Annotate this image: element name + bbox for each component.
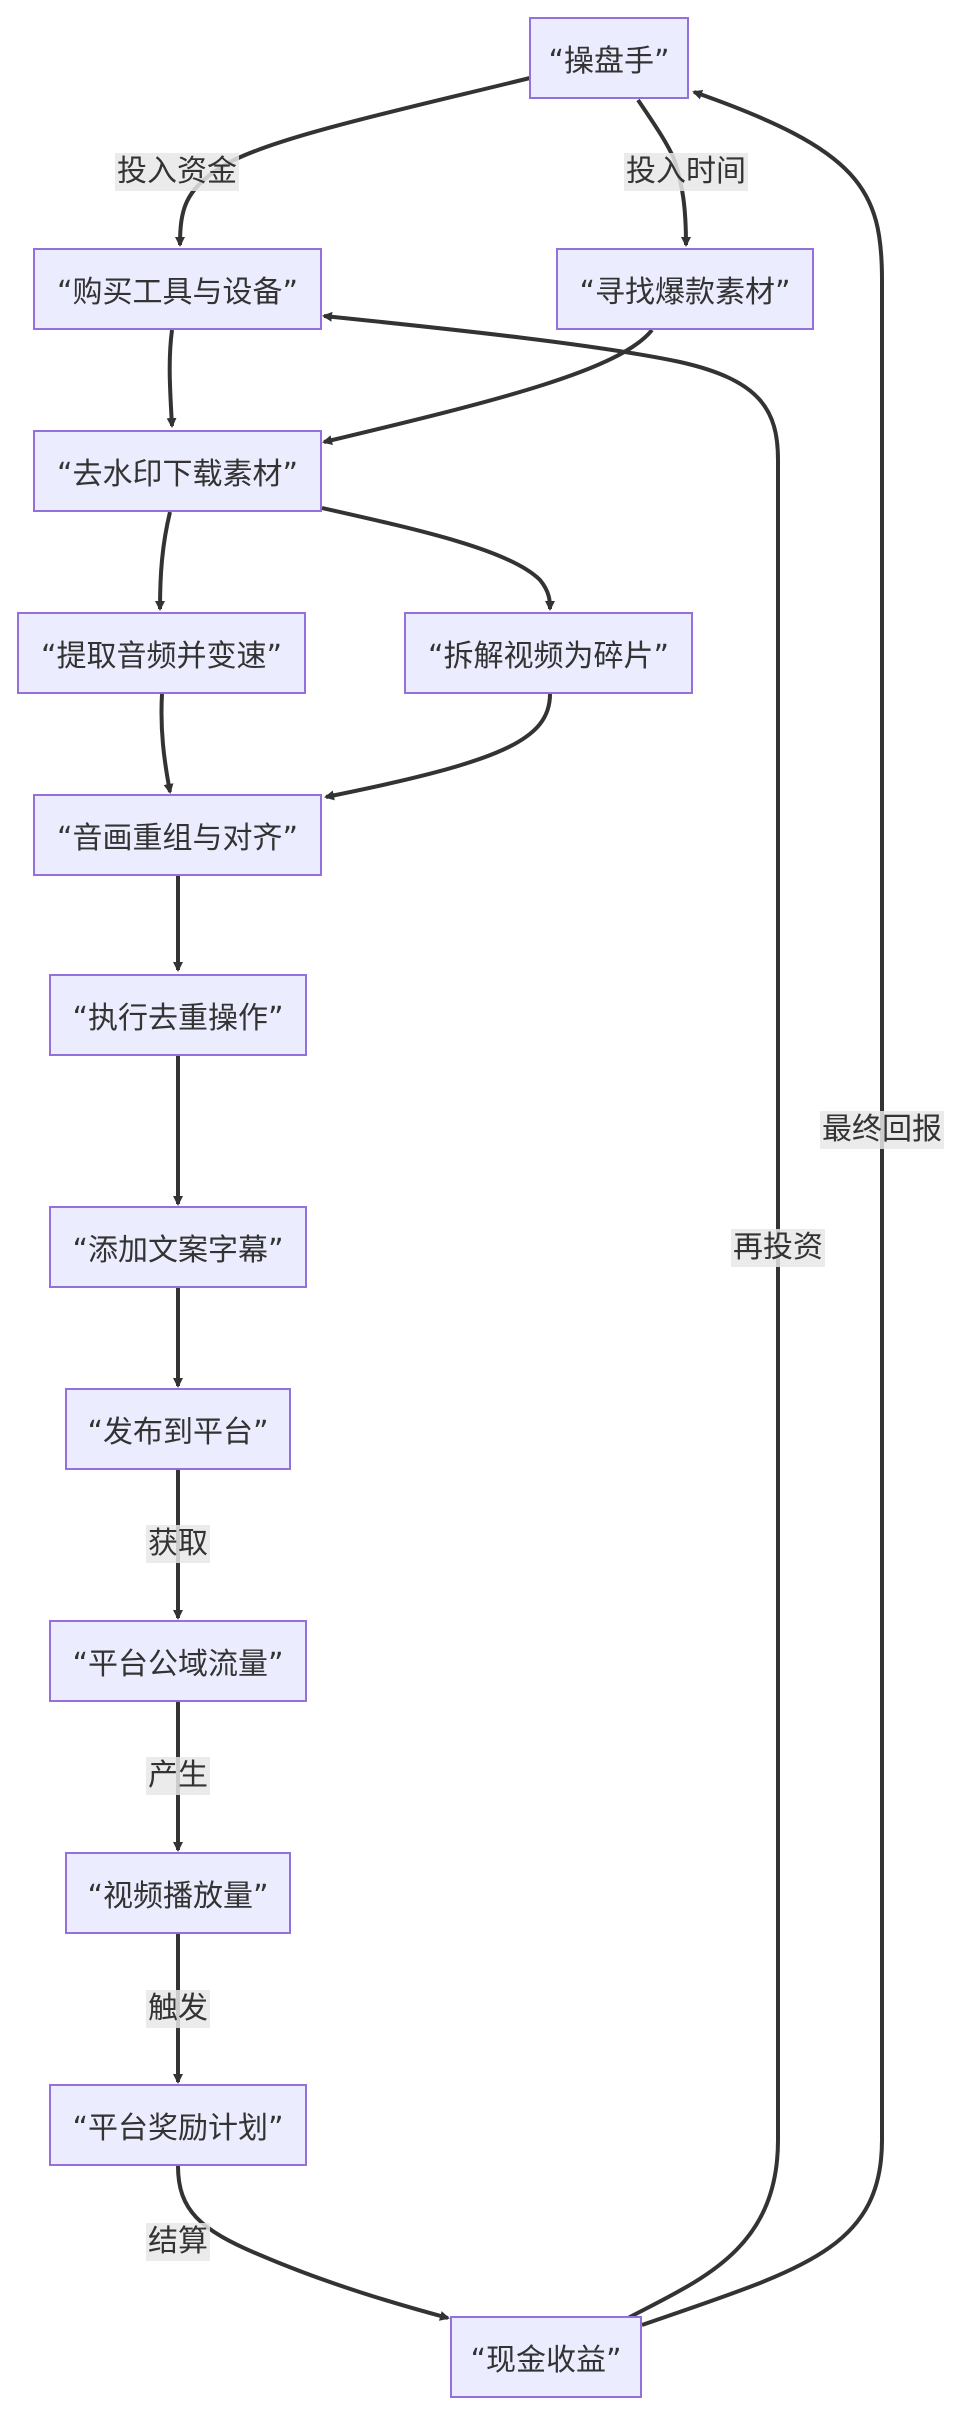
node-remove-watermark: “去水印下载素材” bbox=[33, 430, 322, 512]
node-publish-label: “发布到平台” bbox=[87, 1415, 269, 1450]
node-play-count-label: “视频播放量” bbox=[87, 1879, 269, 1914]
node-reward-plan-label: “平台奖励计划” bbox=[72, 2111, 284, 2146]
node-add-captions-label: “添加文案字幕” bbox=[72, 1233, 284, 1268]
node-cash-income-label: “现金收益” bbox=[470, 2343, 622, 2378]
node-public-traffic-label: “平台公域流量” bbox=[72, 1647, 284, 1682]
node-extract-audio-label: “提取音频并变速” bbox=[40, 639, 283, 674]
edge-cash-income-to-trader bbox=[641, 89, 884, 2327]
node-split-video: “拆解视频为碎片” bbox=[404, 612, 693, 694]
edge-remove-watermark-to-split-video bbox=[321, 506, 555, 611]
edge-split-video-to-recombine bbox=[324, 693, 552, 801]
edge-label-produce: 产生 bbox=[146, 1757, 210, 1795]
node-find-material: “寻找爆款素材” bbox=[556, 248, 814, 330]
edge-label-settle: 结算 bbox=[146, 2223, 210, 2261]
edge-extract-audio-to-recombine bbox=[159, 693, 174, 794]
node-find-material-label: “寻找爆款素材” bbox=[579, 275, 791, 310]
edge-buy-tools-to-remove-watermark bbox=[166, 329, 177, 428]
node-recombine: “音画重组与对齐” bbox=[33, 794, 322, 876]
node-cash-income: “现金收益” bbox=[450, 2316, 642, 2398]
node-reward-plan: “平台奖励计划” bbox=[49, 2084, 307, 2166]
node-dedup-label: “执行去重操作” bbox=[72, 1001, 284, 1036]
node-dedup: “执行去重操作” bbox=[49, 974, 307, 1056]
node-recombine-label: “音画重组与对齐” bbox=[56, 821, 299, 856]
edge-label-invest-time: 投入时间 bbox=[624, 153, 748, 191]
edge-label-trigger: 触发 bbox=[146, 1990, 210, 2028]
edge-remove-watermark-to-extract-audio bbox=[155, 511, 172, 611]
edge-label-final-return: 最终回报 bbox=[820, 1111, 944, 1149]
node-publish: “发布到平台” bbox=[65, 1388, 291, 1470]
edge-reward-plan-to-cash-income bbox=[176, 2165, 450, 2321]
node-trader-label: “操盘手” bbox=[548, 44, 670, 79]
node-extract-audio: “提取音频并变速” bbox=[17, 612, 306, 694]
node-play-count: “视频播放量” bbox=[65, 1852, 291, 1934]
edge-label-obtain: 获取 bbox=[146, 1525, 210, 1563]
node-split-video-label: “拆解视频为碎片” bbox=[427, 639, 670, 674]
edge-trader-to-buy-tools bbox=[175, 76, 531, 247]
node-remove-watermark-label: “去水印下载素材” bbox=[56, 457, 299, 492]
node-trader: “操盘手” bbox=[529, 17, 689, 99]
node-buy-tools: “购买工具与设备” bbox=[33, 248, 322, 330]
edge-find-material-to-remove-watermark bbox=[322, 328, 654, 446]
edge-label-invest-funds: 投入资金 bbox=[115, 153, 239, 191]
edge-cash-income-to-buy-tools bbox=[322, 311, 780, 2320]
edge-label-reinvest: 再投资 bbox=[731, 1229, 825, 1267]
node-public-traffic: “平台公域流量” bbox=[49, 1620, 307, 1702]
node-add-captions: “添加文案字幕” bbox=[49, 1206, 307, 1288]
node-buy-tools-label: “购买工具与设备” bbox=[56, 275, 299, 310]
